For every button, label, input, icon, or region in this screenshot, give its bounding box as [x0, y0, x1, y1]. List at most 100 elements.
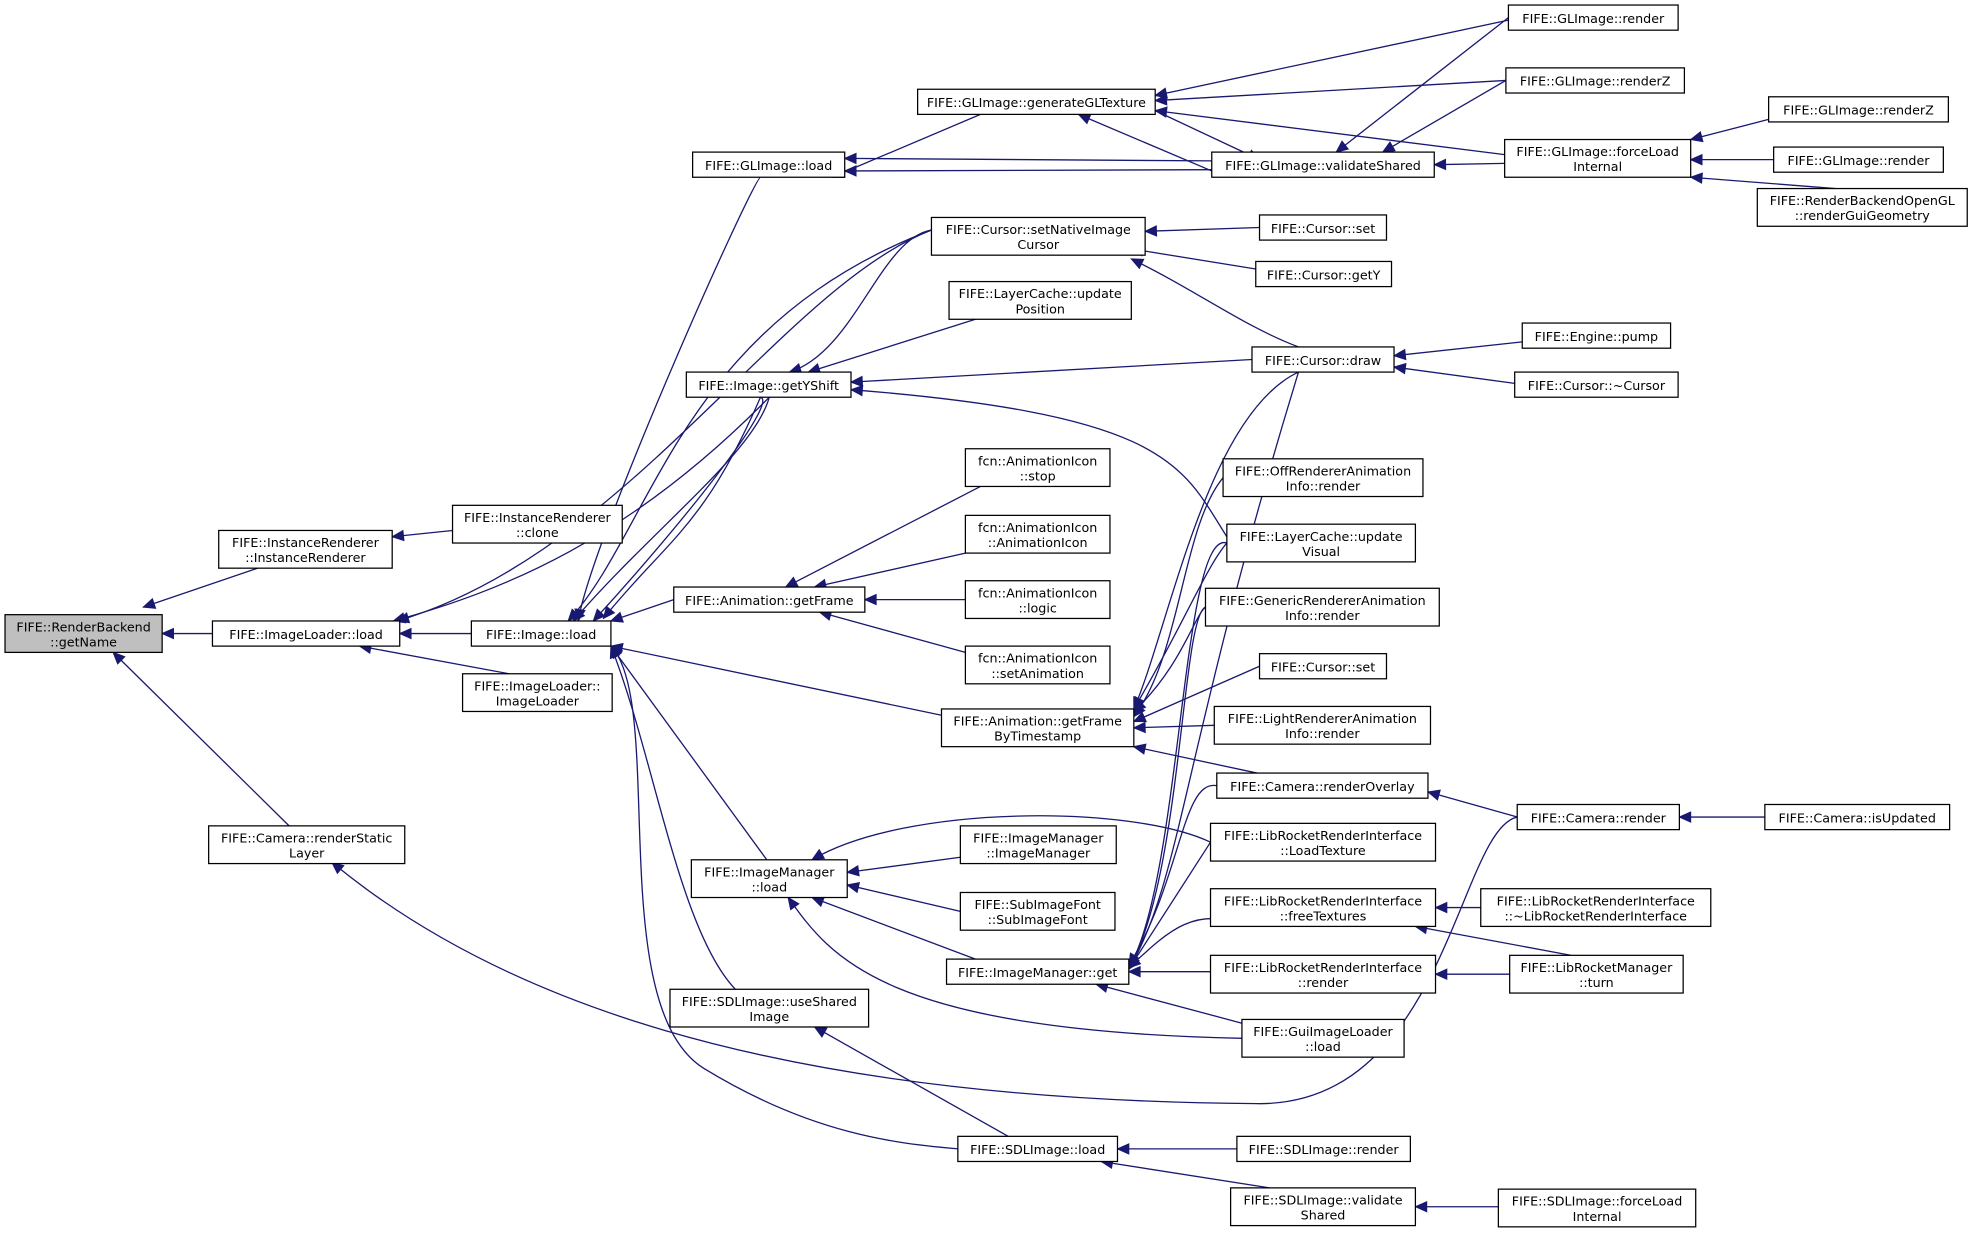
edge-arrowhead — [1689, 172, 1703, 184]
graph-node-eng-pump[interactable]: FIFE::Engine::pump — [1521, 322, 1672, 349]
graph-node-ai-setanim[interactable]: fcn::AnimationIcon::setAnimation — [964, 645, 1111, 685]
call-edge — [592, 396, 764, 622]
edge-line — [1128, 542, 1228, 969]
node-label: FIFE::GLImage::validateShared — [1225, 158, 1421, 173]
edge-line — [844, 157, 1212, 162]
graph-node-il-load[interactable]: FIFE::ImageLoader::load — [211, 620, 401, 647]
graph-node-il-ctor[interactable]: FIFE::ImageLoader::ImageLoader — [461, 673, 613, 713]
call-edge — [1392, 341, 1523, 361]
node-label: FIFE::Cursor::draw — [1265, 353, 1381, 368]
graph-node-cur-draw[interactable]: FIFE::Cursor::draw — [1251, 346, 1395, 373]
graph-node-subfont[interactable]: FIFE::SubImageFont::SubImageFont — [959, 891, 1116, 931]
node-label: FIFE::ImageManager::get — [958, 965, 1117, 980]
call-edge — [1132, 743, 1258, 774]
graph-node-cam-render[interactable]: FIFE::Camera::render — [1516, 803, 1680, 831]
edge-line — [567, 229, 932, 622]
call-edge — [807, 318, 976, 375]
edge-arrowhead — [602, 605, 616, 620]
edge-line — [1133, 371, 1299, 710]
graph-node-root[interactable]: FIFE::RenderBackend::getName — [4, 614, 163, 654]
node-label: ::freeTextures — [1280, 908, 1367, 923]
edge-arrowhead — [846, 881, 861, 894]
graph-node-lrm-turn[interactable]: FIFE::LibRocketManager::turn — [1509, 954, 1684, 994]
node-box — [1255, 260, 1393, 288]
call-edge — [788, 229, 932, 375]
graph-node-gl-gentex[interactable]: FIFE::GLImage::generateGLTexture — [916, 88, 1156, 116]
graph-node-imgmgr-ctor[interactable]: FIFE::ImageManager::ImageManager — [959, 825, 1117, 865]
call-edge — [1433, 158, 1505, 171]
call-edge — [1099, 1157, 1270, 1189]
graph-node-gen-render[interactable]: FIFE::GenericRendererAnimationInfo::rend… — [1204, 587, 1440, 627]
graph-node-gl-render2[interactable]: FIFE::GLImage::render — [1773, 146, 1944, 173]
graph-node-img-getys[interactable]: FIFE::Image::getYShift — [685, 371, 852, 398]
graph-node-gui-load[interactable]: FIFE::GuiImageLoader::load — [1241, 1018, 1405, 1058]
edge-line — [397, 229, 932, 622]
node-label: FIFE::Image::getYShift — [698, 378, 839, 393]
node-box — [461, 673, 613, 713]
edge-arrowhead — [160, 627, 174, 640]
node-label: FIFE::Cursor::set — [1271, 660, 1375, 675]
graph-node-sdl-validate[interactable]: FIFE::SDLImage::validateShared — [1229, 1187, 1417, 1227]
graph-node-cur-dtor[interactable]: FIFE::Cursor::~Cursor — [1514, 371, 1679, 398]
graph-node-cur-set2[interactable]: FIFE::Cursor::set — [1258, 653, 1388, 680]
graph-node-gl-validate[interactable]: FIFE::GLImage::validateShared — [1211, 151, 1435, 178]
node-box — [1773, 146, 1944, 173]
edge-line — [1690, 176, 1836, 190]
edge-line — [808, 318, 976, 373]
node-label: fcn::AnimationIcon — [978, 651, 1097, 666]
graph-node-ir-ir[interactable]: FIFE::InstanceRenderer::InstanceRenderer — [218, 529, 393, 569]
graph-node-lr-freetex[interactable]: FIFE::LibRocketRenderInterface::freeText… — [1209, 888, 1437, 928]
node-label: ::load — [1305, 1039, 1341, 1054]
node-box — [1767, 96, 1949, 123]
graph-node-imgmgr-load[interactable]: FIFE::ImageManager::load — [690, 859, 848, 899]
node-box — [1241, 1018, 1405, 1058]
graph-node-cam-overlay[interactable]: FIFE::Camera::renderOverlay — [1216, 772, 1429, 799]
edge-line — [844, 169, 1212, 172]
edge-line — [592, 396, 764, 622]
graph-node-gl-render1[interactable]: FIFE::GLImage::render — [1507, 4, 1679, 31]
graph-node-ai-ctor[interactable]: fcn::AnimationIcon::AnimationIcon — [964, 514, 1111, 554]
graph-node-cam-isupd[interactable]: FIFE::Camera::isUpdated — [1764, 803, 1951, 831]
graph-node-lr-loadtex[interactable]: FIFE::LibRocketRenderInterface::LoadText… — [1209, 822, 1437, 862]
call-edge — [849, 384, 1228, 538]
graph-node-gl-renderz1[interactable]: FIFE::GLImage::renderZ — [1505, 67, 1686, 94]
graph-node-cur-gety[interactable]: FIFE::Cursor::getY — [1255, 260, 1393, 288]
graph-node-img-load[interactable]: FIFE::Image::load — [470, 620, 612, 647]
graph-node-gl-renderz2[interactable]: FIFE::GLImage::renderZ — [1767, 96, 1949, 123]
graph-node-cur-set1[interactable]: FIFE::Cursor::set — [1258, 214, 1388, 241]
node-box — [673, 586, 866, 613]
graph-node-ai-stop[interactable]: fcn::AnimationIcon::stop — [964, 448, 1111, 488]
graph-node-gl-load[interactable]: FIFE::GLImage::load — [691, 151, 846, 178]
graph-node-sdl-render[interactable]: FIFE::SDLImage::render — [1236, 1135, 1411, 1163]
edge-arrowhead — [112, 651, 126, 665]
node-label: FIFE::Camera::isUpdated — [1779, 810, 1936, 825]
graph-node-ai-logic[interactable]: fcn::AnimationIcon::logic — [964, 580, 1111, 620]
edge-arrowhead — [396, 612, 411, 624]
graph-node-anim-getframe[interactable]: FIFE::Animation::getFrame — [673, 586, 866, 613]
edge-arrowhead — [843, 152, 857, 165]
graph-node-sdl-load[interactable]: FIFE::SDLImage::load — [957, 1135, 1119, 1163]
node-box — [669, 988, 870, 1028]
call-edge — [1414, 1200, 1499, 1213]
graph-node-imgmgr-get[interactable]: FIFE::ImageManager::get — [945, 958, 1130, 985]
graph-node-rbo-rgg[interactable]: FIFE::RenderBackendOpenGL::renderGuiGeom… — [1756, 187, 1968, 227]
node-label: Internal — [1573, 159, 1622, 174]
node-label: FIFE::SDLImage::load — [970, 1142, 1105, 1157]
graph-node-ir-clone[interactable]: FIFE::InstanceRenderer::clone — [451, 504, 623, 544]
graph-node-lr-render[interactable]: FIFE::LibRocketRenderInterface::render — [1209, 954, 1437, 994]
call-edge — [863, 593, 966, 606]
graph-node-lr-dtor[interactable]: FIFE::LibRocketRenderInterface::~LibRock… — [1480, 888, 1712, 928]
call-edge — [843, 152, 1212, 165]
edge-line — [787, 897, 1242, 1039]
edge-line — [1078, 113, 1213, 172]
